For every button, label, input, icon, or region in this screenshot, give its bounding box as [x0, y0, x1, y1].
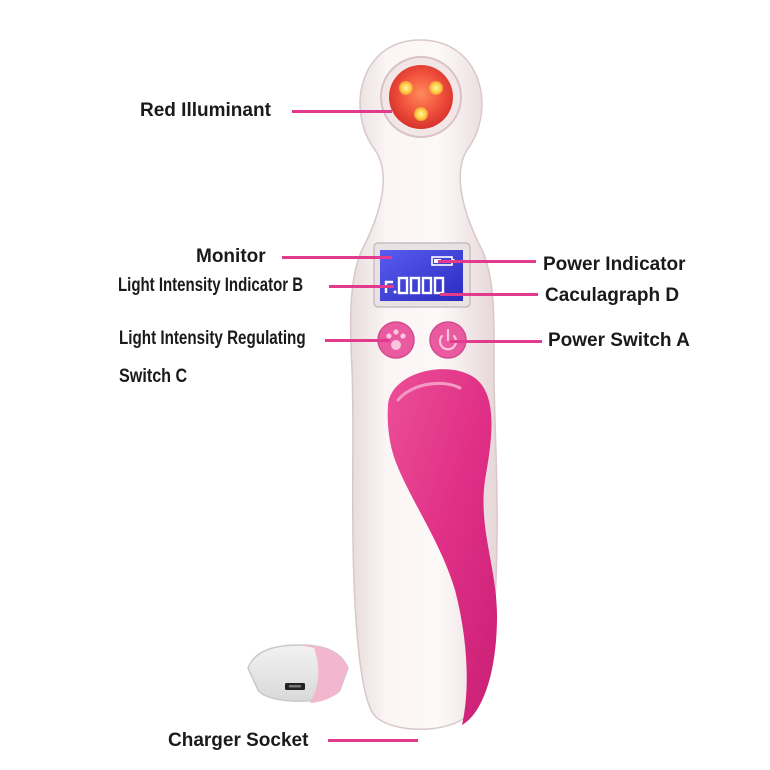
leader-power-indicator: [438, 260, 536, 263]
grip-highlight: [396, 381, 462, 402]
led-icon: [399, 81, 413, 95]
label-charger-socket: Charger Socket: [168, 730, 309, 751]
label-caculagraph: Caculagraph D: [545, 285, 680, 306]
led-icon: [429, 81, 443, 95]
leader-red-illuminant: [292, 110, 392, 113]
label-power-switch: Power Switch A: [548, 330, 690, 351]
charger-inset: [247, 644, 349, 703]
label-light-intensity-indicator: Light Intensity Indicator B: [118, 275, 304, 296]
label-light-intensity-regulating: Light Intensity Regulating: [119, 328, 306, 349]
leader-regulating-switch: [325, 339, 390, 342]
led-icon: [414, 107, 428, 121]
red-illuminant-lens: [389, 65, 453, 129]
label-switch-c: Switch C: [119, 366, 188, 387]
screen-digits: [384, 276, 445, 295]
pink-grip: [387, 369, 498, 725]
leader-charger-socket: [328, 739, 418, 742]
charger-pink-side: [300, 645, 348, 703]
usb-port-inner: [289, 685, 301, 688]
leader-light-intensity-indicator: [329, 285, 394, 288]
label-monitor: Monitor: [196, 246, 266, 267]
screen-dot: [393, 290, 397, 294]
label-red-illuminant: Red Illuminant: [140, 100, 271, 121]
leader-monitor: [282, 256, 392, 259]
paw-icon: [386, 329, 406, 350]
label-power-indicator: Power Indicator: [543, 254, 686, 275]
leader-power-switch: [450, 340, 542, 343]
battery-level: [434, 259, 441, 263]
leader-caculagraph: [440, 293, 538, 296]
